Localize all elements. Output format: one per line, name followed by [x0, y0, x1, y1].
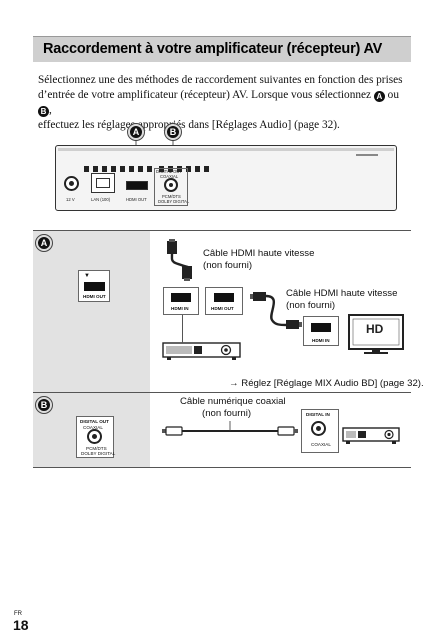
lan-port	[91, 173, 115, 193]
row-b-coaxial-port	[87, 429, 102, 444]
rear-coaxial-label: COAXIAL	[160, 174, 179, 179]
row-b-cable-label-1: Câble numérique coaxial	[180, 396, 286, 407]
row-b-coaxial-label: COAXIAL	[83, 425, 103, 430]
intro-paragraph: Sélectionnez une des méthodes de raccord…	[38, 73, 408, 133]
row-a-cable2-label-1: Câble HDMI haute vitesse	[286, 288, 398, 299]
panel-vents	[84, 159, 214, 172]
tv-hdmi-in-box	[303, 316, 339, 346]
amp-coaxial-port	[311, 421, 326, 436]
row-a-marker: A	[35, 234, 53, 252]
table-top-border	[33, 230, 411, 231]
row-a-cable1-label-2: (non fourni)	[203, 260, 253, 271]
rear-hdmi-label: HDMI OUT	[126, 197, 147, 202]
tv-screen-text: HD	[366, 322, 384, 336]
amp-hdmi-out-socket	[214, 293, 234, 302]
section-title: Raccordement à votre amplificateur (réce…	[43, 41, 383, 57]
row-b-cable-label-2: (non fourni)	[202, 408, 252, 419]
row-a-hdmi-out-port: ▼	[78, 270, 110, 302]
amp-hdmi-out-label: HDMI OUT	[211, 306, 234, 311]
rear-hdmi-port	[126, 181, 148, 190]
table-row-divider	[33, 392, 411, 393]
intro-line-2-mid: ou	[384, 89, 399, 101]
amp-coaxial-label: COAXIAL	[311, 442, 331, 447]
rear-panel-badge-b: B	[164, 123, 182, 141]
amp-hdmi-in-label: HDMI IN	[171, 306, 189, 311]
rear-pcm-label: PCM/DTS	[162, 194, 181, 199]
rear-dolby-label: DOLBY DIGITAL	[158, 199, 190, 204]
amp-hdmi-in-box	[163, 287, 199, 315]
row-b-pcm-label: PCM/DTS	[86, 446, 107, 451]
row-a-port-label: HDMI OUT	[83, 294, 106, 299]
rear-coaxial-port	[164, 178, 178, 192]
section-title-bar: Raccordement à votre amplificateur (réce…	[33, 36, 411, 62]
marker-a-inline: A	[373, 91, 385, 102]
row-b-marker: B	[35, 396, 53, 414]
row-a-cable1-label-1: Câble HDMI haute vitesse	[203, 248, 315, 259]
page-number: 18	[13, 617, 29, 633]
dc-label: 12 V	[66, 197, 75, 202]
rear-panel-badge-a: A	[127, 123, 145, 141]
row-a-cable2-label-2: (non fourni)	[286, 300, 336, 311]
amp-hdmi-in-socket	[171, 293, 191, 302]
table-bottom-border	[33, 467, 411, 468]
row-b-digital-out-label: DIGITAL OUT	[80, 419, 109, 424]
row-a-setting-note: → Réglez [Réglage MIX Audio BD] (page 32…	[229, 378, 424, 389]
intro-line-1: Sélectionnez une des méthodes de raccord…	[38, 74, 403, 86]
intro-line-3: effectuez les réglages appropriés dans […	[38, 119, 340, 131]
row-a-hdmi-socket	[84, 282, 105, 291]
row-a-side-cell	[33, 231, 150, 392]
intro-line-2-end: ,	[49, 104, 52, 116]
lan-label: LAN (100)	[91, 197, 111, 202]
tv-hdmi-in-socket	[311, 323, 331, 332]
rear-digital-out-label: DIGITAL OUT	[156, 169, 182, 174]
intro-line-2: d’entrée de votre amplificateur (récepte…	[38, 88, 408, 118]
intro-line-2-start: d’entrée de votre amplificateur (récepte…	[38, 89, 374, 101]
marker-b-inline: B	[38, 106, 49, 117]
tv-hdmi-in-label: HDMI IN	[312, 338, 330, 343]
player-rear-panel: 12 V LAN (100) HDMI OUT DIGITAL OUT COAX…	[55, 145, 397, 211]
amp-digital-in-label: DIGITAL IN	[306, 412, 330, 417]
panel-slot	[356, 154, 378, 156]
amp-hdmi-out-box	[205, 287, 243, 315]
row-a-port-arrow: ▼	[84, 273, 90, 279]
panel-top-edge	[58, 148, 394, 151]
dc-jack	[64, 176, 79, 191]
amp-port-leader	[182, 315, 183, 343]
page-language: FR	[14, 611, 22, 617]
rear-coaxial-frame	[154, 168, 188, 206]
row-b-dolby-label: DOLBY DIGITAL	[81, 451, 116, 456]
